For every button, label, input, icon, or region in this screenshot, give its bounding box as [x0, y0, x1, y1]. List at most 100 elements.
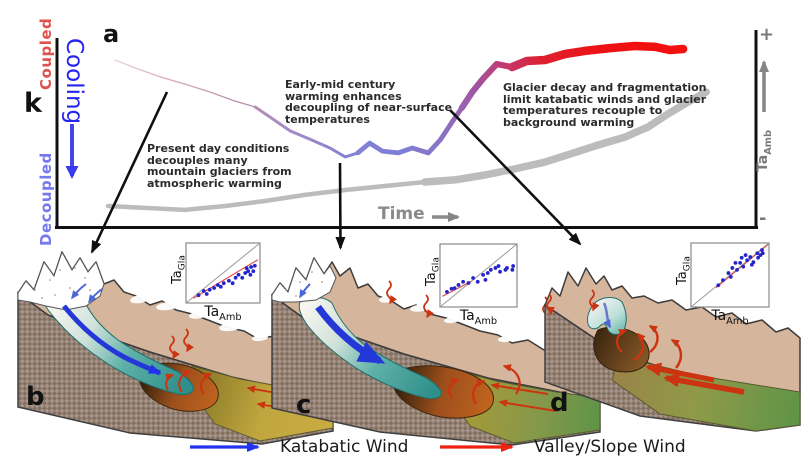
annotation-arrow-to-d [449, 109, 582, 246]
cooling-label: Cooling [61, 38, 87, 125]
scatter-point [505, 266, 509, 270]
scatter-point [733, 260, 738, 265]
scatter-point [756, 255, 760, 260]
scatter-point [738, 260, 743, 265]
one-to-one-line [185, 242, 261, 304]
scatter-point [244, 266, 249, 271]
scatter-point [196, 293, 201, 298]
scatter-point [745, 258, 750, 263]
scatter-point [230, 281, 235, 286]
x-axis-time-label: Time [378, 204, 425, 224]
scatter-point [215, 283, 220, 287]
scatter-point [739, 255, 744, 260]
conceptual-chart [55, 30, 769, 254]
scatter-point [249, 265, 254, 269]
panel-a-label: a [103, 20, 120, 48]
inset-plot-area [690, 242, 770, 308]
scatter-point [721, 278, 725, 283]
scatter-point [755, 251, 760, 256]
scatter-point [466, 281, 471, 285]
panel-b-label: b [26, 382, 45, 412]
snowfield-wind-arrow [299, 283, 311, 299]
legend-katabatic-wind-label: Katabatic Wind [280, 437, 409, 457]
valley-wind-arrows-large [645, 362, 745, 395]
scatter-point [236, 272, 241, 277]
scatter-point [233, 275, 238, 280]
heat-squiggles [169, 328, 195, 360]
ridge-snow-patches [130, 294, 309, 349]
scatter-point [510, 267, 515, 272]
scatter-point [498, 269, 502, 274]
glacier_coupling_state-segment [253, 105, 360, 159]
glacier-coupling-curve [114, 41, 688, 159]
scatter-point [730, 266, 735, 270]
inset-d-ylabel: TaGla [675, 256, 693, 285]
scatter-point [741, 264, 746, 269]
y-axis-k-label: k [24, 88, 42, 119]
inset-c-xlabel: TaAmb [459, 308, 498, 327]
scatter-point [760, 251, 765, 256]
scatter-point [449, 286, 454, 291]
glacier_coupling_state-segment [458, 60, 516, 111]
inset-b-xlabel: TaAmb [204, 304, 242, 323]
inset-scatter-c [439, 243, 518, 308]
snow-speckles [285, 271, 323, 297]
legend-valley-slope-wind-label: Valley/Slope Wind [534, 437, 686, 457]
inset-scatter-b [185, 242, 261, 304]
scatter-point [240, 275, 245, 280]
ambient-temperature-curve [105, 88, 710, 213]
slope-warm-curls [616, 324, 683, 369]
scatter-point [760, 248, 764, 252]
scatter-point [201, 289, 206, 293]
right-axis-ta-amb-label: TaAmb [755, 129, 774, 172]
inset-b-ylabel: TaGla [170, 255, 188, 284]
annotation-early-mid-century: Early-mid century warming enhances decou… [285, 78, 453, 126]
y-axis-decoupled-label: Decoupled [37, 152, 55, 246]
scatter-point [461, 279, 465, 284]
scatter-point [212, 286, 217, 290]
annotation-arrow-to-c [335, 162, 346, 250]
snow-speckles [34, 267, 91, 299]
one-to-one-line [439, 243, 518, 308]
scatter-point [483, 278, 488, 282]
inset-plot-area [439, 243, 518, 308]
katabatic-wind-arrow-small [602, 302, 612, 329]
snow-ridge [271, 256, 337, 303]
scatter-point [207, 287, 212, 292]
scatter-point [735, 267, 739, 272]
panel-d-illustration [544, 267, 801, 432]
scatter-point [511, 264, 516, 268]
trend-line [442, 280, 472, 297]
scatter-point [728, 275, 733, 279]
glacier_coupling_state-segment [507, 41, 688, 72]
annotation-glacier-decay: Glacier decay and fragmentation limit ka… [503, 81, 707, 129]
scatter-point [252, 263, 257, 268]
scatter-point [716, 283, 721, 288]
scatter-point [471, 276, 476, 280]
scatter-point [475, 279, 480, 284]
heat-squiggles [546, 289, 600, 316]
scatter-point [485, 271, 490, 275]
scatter-point [218, 284, 223, 289]
scatter-point [488, 267, 493, 272]
scatter-point [743, 253, 748, 258]
snowfield-wind-arrow [88, 288, 103, 304]
ambient_air_temperature-segment [421, 88, 710, 186]
scatter-point [493, 266, 498, 270]
glacier-forefield [593, 326, 650, 373]
inset-scatter-d [690, 242, 770, 308]
ambient_air_temperature-segment [105, 179, 428, 213]
scatter-point [445, 289, 449, 294]
y-axis-coupled-label: Coupled [37, 17, 55, 90]
scatter-point [248, 272, 253, 277]
scatter-point [456, 283, 461, 287]
scatter-point [496, 264, 501, 268]
snow-ridge [17, 250, 105, 311]
inset-plot-area [185, 242, 261, 304]
scatter-point [481, 272, 486, 277]
scatter-point [221, 281, 226, 286]
valley-wind-arrows [490, 382, 557, 412]
scatter-point [243, 271, 248, 275]
